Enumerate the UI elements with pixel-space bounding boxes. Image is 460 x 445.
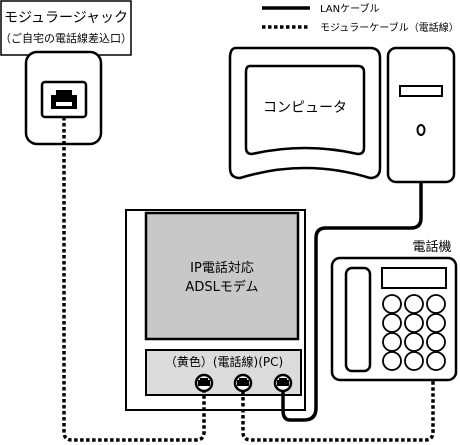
telephone-keypad: [382, 294, 446, 371]
port-phone-line-icon: [233, 373, 253, 393]
legend: LANケーブル モジュラーケーブル（電話線）: [262, 2, 459, 34]
tower-body: [386, 46, 456, 184]
jack-subtitle: （ご自宅の電話線差込口）: [0, 31, 132, 45]
port-pc-icon: [273, 373, 293, 393]
power-button-icon: [416, 124, 426, 136]
modem-front-panel: [144, 211, 300, 341]
computer-monitor: コンピュータ: [228, 46, 382, 180]
legend-modular-label: モジュラーケーブル（電話線）: [320, 21, 459, 34]
jack-title-box: [0, 0, 132, 56]
telephone: 電話機: [330, 239, 458, 382]
jack-title: モジュラージャック: [4, 10, 128, 26]
telephone-display: [381, 267, 447, 289]
modem-label-line1: IP電話対応: [190, 260, 254, 276]
tower-drive-slot: [399, 85, 443, 97]
pc-tower: [386, 46, 456, 184]
modem-ports-label: （黄色）(電話線)(PC): [165, 354, 283, 369]
modular-cable-modem-to-phone: [241, 380, 435, 442]
port-yellow-icon: [194, 373, 214, 393]
modular-jack-label-box: モジュラージャック （ご自宅の電話線差込口）: [0, 0, 132, 56]
telephone-handset-icon: [344, 266, 372, 373]
lan-cable: [281, 182, 423, 422]
adsl-modem: IP電話対応 ADSLモデム （黄色）(電話線)(PC): [125, 209, 306, 411]
modem-label-line2: ADSLモデム: [185, 279, 258, 295]
wall-jack: [24, 50, 103, 146]
legend-lan-label: LANケーブル: [320, 2, 380, 15]
telephone-label: 電話機: [412, 239, 451, 255]
monitor-screen: [244, 64, 366, 156]
computer-label: コンピュータ: [263, 100, 347, 116]
